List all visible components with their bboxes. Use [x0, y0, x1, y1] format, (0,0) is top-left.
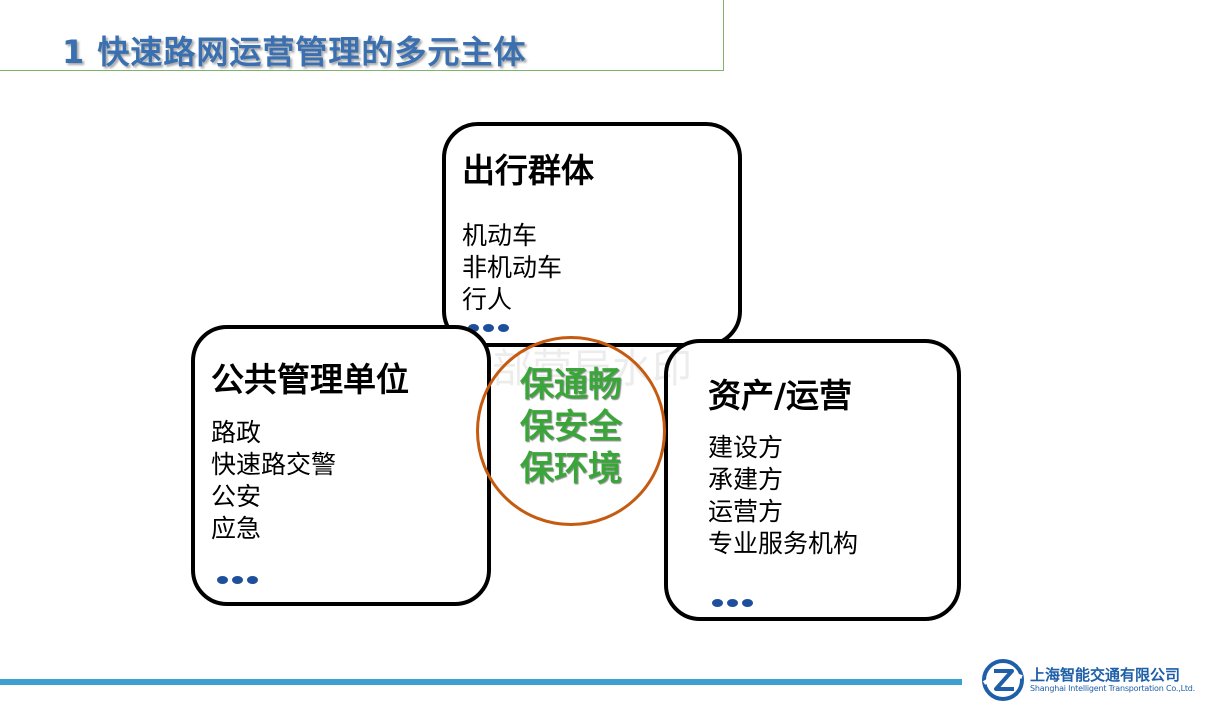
list-item: 机动车: [462, 221, 538, 250]
company-logo-icon: [982, 659, 1024, 701]
ellipsis-icon: [468, 324, 509, 332]
ellipsis-icon: [217, 576, 258, 584]
list-item: 建设方: [708, 433, 784, 462]
travel-group-list: 机动车 非机动车 行人: [462, 220, 562, 316]
list-item: 专业服务机构: [708, 529, 859, 558]
asset-operation-title: 资产/运营: [708, 376, 853, 415]
slogan-item: 保安全: [520, 407, 622, 447]
title-frame: [0, 0, 724, 71]
company-name-en: Shanghai Intelligent Transportation Co.,…: [1030, 684, 1195, 693]
travel-group-box: 出行群体 机动车 非机动车 行人: [442, 122, 742, 347]
public-management-list: 路政 快速路交警 公安 应急: [211, 417, 336, 545]
list-item: 承建方: [708, 465, 784, 494]
travel-group-title: 出行群体: [462, 151, 594, 190]
company-name-cn: 上海智能交通有限公司: [1030, 666, 1181, 684]
public-management-box: 公共管理单位 路政 快速路交警 公安 应急: [191, 325, 491, 606]
ellipsis-icon: [712, 599, 753, 607]
center-circle: [476, 336, 666, 526]
footer-bar: [0, 679, 962, 685]
slogan-list: 保通畅 保安全 保环境: [476, 364, 666, 490]
list-item: 运营方: [708, 497, 784, 526]
list-item: 应急: [211, 514, 262, 543]
slide-title: 1 快速路网运营管理的多元主体: [62, 33, 527, 71]
list-item: 快速路交警: [211, 450, 337, 479]
slogan-item: 保环境: [520, 449, 622, 489]
list-item: 非机动车: [462, 253, 563, 282]
list-item: 路政: [211, 418, 262, 447]
asset-operation-list: 建设方 承建方 运营方 专业服务机构: [708, 432, 858, 560]
list-item: 行人: [462, 285, 513, 314]
public-management-title: 公共管理单位: [211, 360, 409, 399]
slogan-item: 保通畅: [520, 365, 622, 405]
asset-operation-box: 资产/运营 建设方 承建方 运营方 专业服务机构: [664, 339, 961, 621]
list-item: 公安: [211, 482, 262, 511]
